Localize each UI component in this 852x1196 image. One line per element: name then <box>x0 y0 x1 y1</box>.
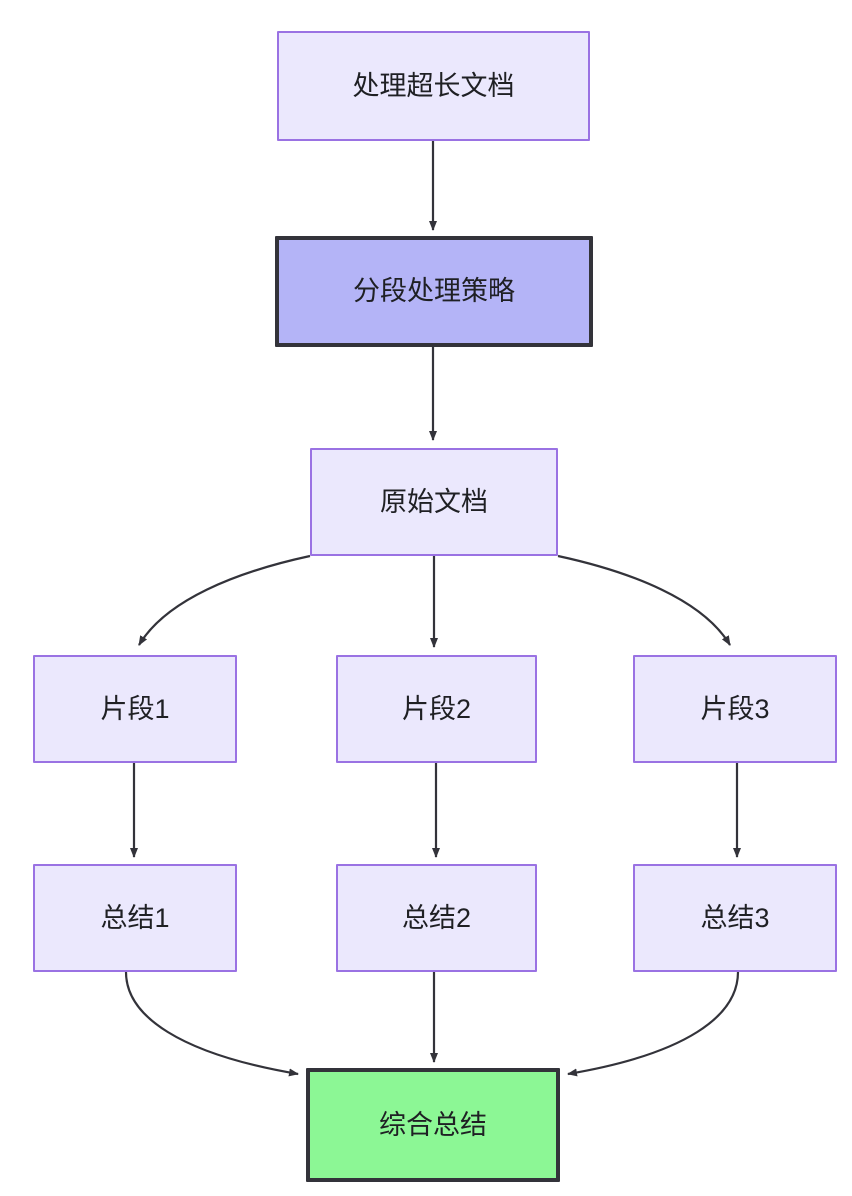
edge-source-to-chunk1 <box>138 554 311 646</box>
node-label: 片段1 <box>100 693 170 724</box>
edge-summary1-to-final <box>124 971 299 1077</box>
node-label: 片段3 <box>700 693 770 724</box>
node-label: 片段2 <box>401 693 472 724</box>
node-source-document[interactable]: 原始文档 <box>310 448 558 556</box>
node-label: 总结2 <box>401 902 472 933</box>
node-process-long-document[interactable]: 处理超长文档 <box>277 31 590 141</box>
node-summary-1[interactable]: 总结1 <box>33 864 237 972</box>
node-chunking-strategy[interactable]: 分段处理策略 <box>275 236 593 347</box>
node-final-summary[interactable]: 综合总结 <box>306 1068 560 1182</box>
node-summary-3[interactable]: 总结3 <box>633 864 837 972</box>
node-chunk-1[interactable]: 片段1 <box>33 655 237 763</box>
node-chunk-3[interactable]: 片段3 <box>633 655 837 763</box>
node-chunk-2[interactable]: 片段2 <box>336 655 537 763</box>
edge-summary3-to-final <box>567 971 740 1077</box>
node-summary-2[interactable]: 总结2 <box>336 864 537 972</box>
node-label: 分段处理策略 <box>353 276 515 307</box>
node-label: 处理超长文档 <box>352 70 515 101</box>
node-label: 总结1 <box>100 902 170 933</box>
edge-source-to-chunk3 <box>557 554 731 646</box>
node-label: 总结3 <box>700 902 770 933</box>
node-label: 原始文档 <box>380 486 488 517</box>
node-label: 综合总结 <box>379 1109 487 1140</box>
